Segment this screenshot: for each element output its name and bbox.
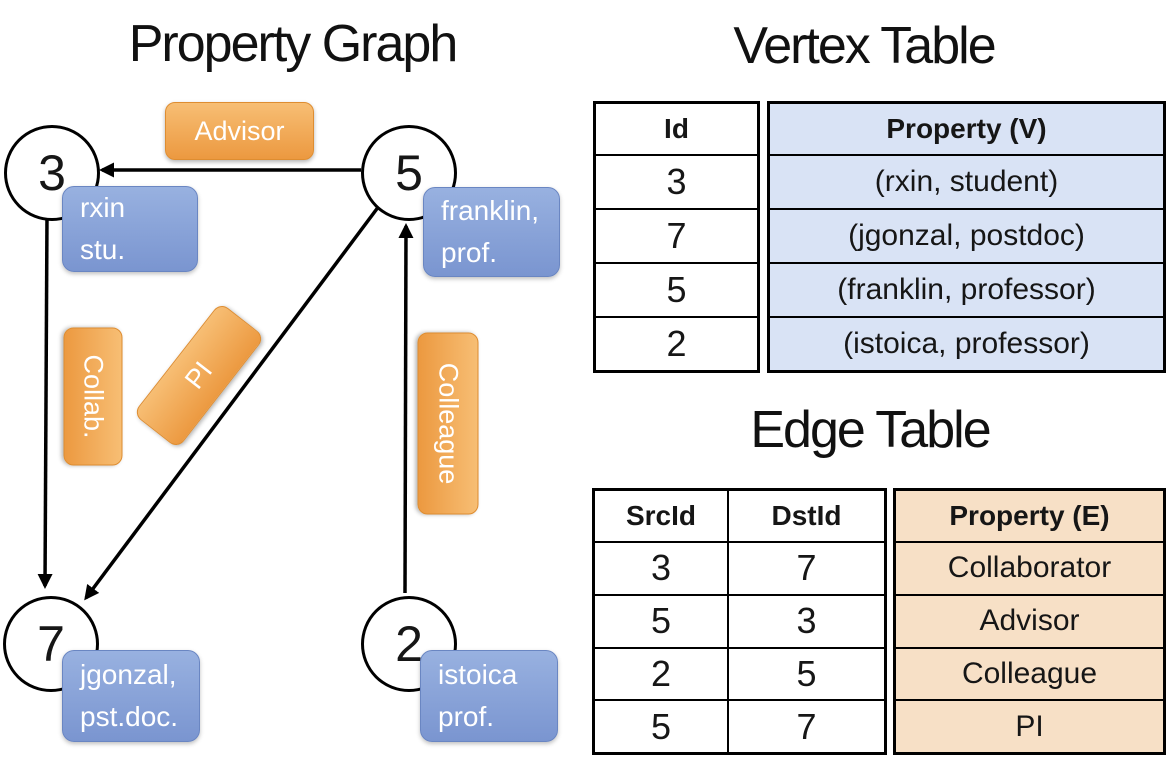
edge-table-property-cell: PI bbox=[896, 699, 1163, 752]
edge-table-row: 2 5 bbox=[595, 646, 884, 700]
edge-table-dstid-cell: 7 bbox=[727, 701, 884, 752]
edge-table-id-columns: SrcId DstId 3 7 5 3 2 5 5 7 bbox=[592, 488, 887, 755]
vertex-table-property-cell: (istoica, professor) bbox=[770, 316, 1163, 370]
edge-table-srcid-cell: 5 bbox=[650, 600, 672, 642]
edge-table-property-cell: Colleague bbox=[896, 646, 1163, 700]
vertex-table-id-cell: 7 bbox=[596, 208, 757, 262]
property-graph-title: Property Graph bbox=[128, 15, 459, 73]
vertex-label-jgonzal: jgonzal, pst.doc. bbox=[62, 650, 200, 742]
node-id: 5 bbox=[395, 145, 423, 201]
vertex-table-id-cell: 5 bbox=[596, 262, 757, 316]
edge-table-dstid-cell: 3 bbox=[727, 595, 884, 647]
edge-label-colleague: Colleague bbox=[417, 332, 479, 515]
vertex-label-istoica: istoica prof. bbox=[420, 650, 558, 742]
vertex-table-property-column: Property (V) (rxin, student) (jgonzal, p… bbox=[767, 101, 1166, 373]
edge-table-row: 5 7 bbox=[595, 699, 884, 752]
edge-label-collab: Collab. bbox=[63, 327, 123, 466]
edge-table-row: 5 3 bbox=[595, 593, 884, 647]
edge-table-row: 3 7 bbox=[595, 541, 884, 594]
graph-node-2: 2 bbox=[361, 596, 457, 692]
vertex-table-property-cell: (franklin, professor) bbox=[770, 262, 1163, 316]
vertex-label-line: jgonzal, bbox=[80, 659, 177, 690]
edge-table-srcid-cell: 5 bbox=[650, 705, 672, 747]
edge-table-title: Edge Table bbox=[750, 401, 991, 459]
edge-table-header-row: SrcId DstId bbox=[595, 491, 884, 541]
edge-table-property-cell: Collaborator bbox=[896, 541, 1163, 594]
vertex-table-title: Vertex Table bbox=[733, 17, 996, 75]
edge-colleague-line bbox=[398, 223, 414, 594]
graph-edges bbox=[37, 162, 414, 601]
vertex-table-property-cell: (rxin, student) bbox=[770, 154, 1163, 208]
edge-pi-line bbox=[84, 204, 381, 601]
vertex-label-line: stu. bbox=[80, 234, 126, 265]
edge-table-property-header: Property (E) bbox=[949, 500, 1110, 531]
edge-table-dstid-header: DstId bbox=[727, 491, 884, 541]
vertex-label-line: rxin bbox=[80, 192, 126, 223]
vertex-label-line: prof. bbox=[438, 701, 495, 732]
edge-table-srcid-cell: 2 bbox=[650, 652, 672, 694]
graph-node-5: 5 bbox=[361, 125, 457, 221]
edge-table-dstid-cell: 5 bbox=[727, 648, 884, 700]
vertex-label-rxin: rxin stu. bbox=[62, 186, 198, 272]
vertex-label-franklin: franklin, prof. bbox=[423, 187, 560, 277]
vertex-table-property-header: Property (V) bbox=[886, 113, 1047, 144]
vertex-label-line: istoica bbox=[438, 659, 518, 690]
vertex-label-line: franklin, bbox=[441, 195, 540, 226]
node-id: 3 bbox=[38, 145, 66, 201]
vertex-table-id-cell: 2 bbox=[596, 316, 757, 370]
vertex-table-id-column: Id 3 7 5 2 bbox=[593, 101, 760, 373]
edge-table-srcid-cell: 3 bbox=[650, 547, 672, 589]
vertex-table-id-cell: 3 bbox=[596, 154, 757, 208]
edge-label-advisor: Advisor bbox=[165, 102, 314, 160]
edge-table-property-column: Property (E) Collaborator Advisor Collea… bbox=[893, 488, 1166, 755]
vertex-label-line: prof. bbox=[441, 237, 498, 268]
edge-table-dstid-cell: 7 bbox=[727, 543, 884, 594]
node-id: 2 bbox=[395, 616, 423, 672]
vertex-table-id-header: Id bbox=[664, 113, 689, 144]
vertex-table-property-cell: (jgonzal, postdoc) bbox=[770, 208, 1163, 262]
edge-table-srcid-header: SrcId bbox=[625, 500, 697, 531]
node-id: 7 bbox=[37, 616, 65, 672]
vertex-label-line: pst.doc. bbox=[80, 701, 179, 732]
edge-collab-line bbox=[37, 214, 53, 589]
edge-table-property-cell: Advisor bbox=[896, 593, 1163, 647]
